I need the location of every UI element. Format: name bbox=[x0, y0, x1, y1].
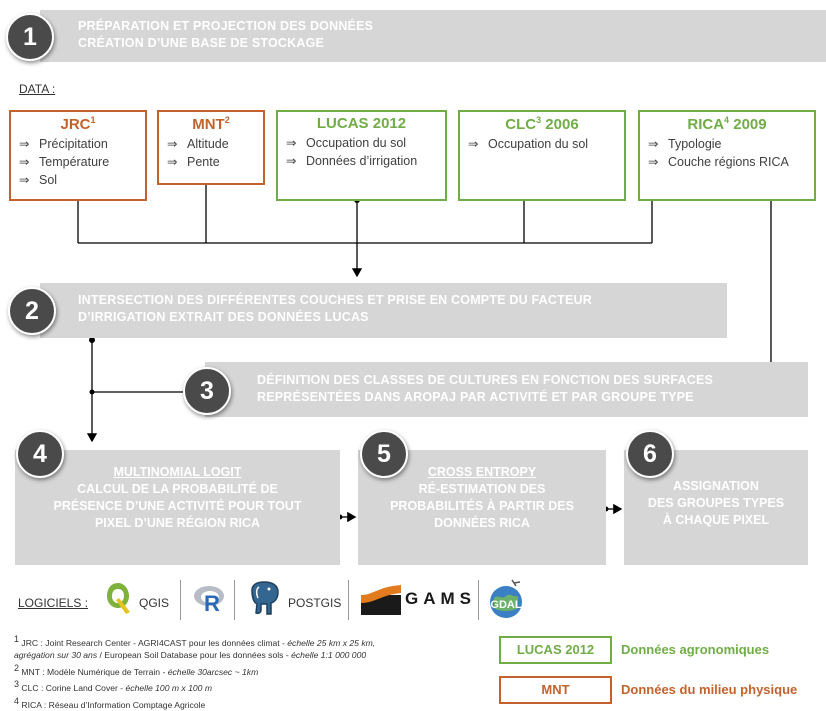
step4-line3: PIXEL D’UNE RÉGION RICA bbox=[94, 516, 261, 530]
divider bbox=[348, 580, 349, 620]
step3-number: 3 bbox=[200, 377, 214, 405]
software-label: LOGICIELS : bbox=[18, 596, 89, 610]
data-box-title: JRC1 bbox=[60, 115, 96, 133]
arrow-right-icon: ⇒ bbox=[648, 155, 659, 169]
footnote-1: 1 JRC : Joint Research Center - AGRI4CAS… bbox=[14, 634, 376, 648]
gdal-logo-icon: GDAL bbox=[490, 579, 522, 618]
data-box-title: LUCAS 2012 bbox=[316, 115, 407, 132]
arrow-right-icon: ⇒ bbox=[167, 137, 178, 151]
arrow-right-icon: ⇒ bbox=[468, 137, 479, 151]
footnote-1-cont: agrégation sur 30 ans / European Soil Da… bbox=[14, 650, 367, 661]
arrow-right-icon: ⇒ bbox=[167, 155, 178, 169]
step6-number: 6 bbox=[643, 440, 657, 468]
step6-box: ASSIGNATION DES GROUPES TYPES À CHAQUE P… bbox=[624, 450, 808, 565]
step4-line2: PRÉSENCE D’UNE ACTIVITÉ POUR TOUT bbox=[53, 499, 302, 513]
footnote-4: 4 RICA : Réseau d’Information Comptage A… bbox=[14, 695, 206, 710]
list-item: ⇒Pente bbox=[167, 155, 220, 169]
footnotes: 1 JRC : Joint Research Center - AGRI4CAS… bbox=[14, 633, 375, 711]
arrow-right-icon: ⇒ bbox=[19, 173, 30, 187]
legend-green-box: LUCAS 2012 bbox=[499, 636, 612, 664]
postgis-elephant-icon bbox=[251, 581, 279, 615]
list-item: ⇒Température bbox=[19, 155, 110, 169]
step3-banner: DÉFINITION DES CLASSES DE CULTURES EN FO… bbox=[205, 362, 808, 417]
svg-text:R: R bbox=[204, 591, 220, 616]
gams-label: GAMS bbox=[405, 589, 476, 608]
list-item: ⇒Typologie bbox=[648, 137, 722, 151]
data-box-lucas: LUCAS 2012 ⇒Occupation du sol ⇒Données d… bbox=[276, 110, 447, 201]
data-box-rica: RICA4 2009 ⇒Typologie ⇒Couche régions RI… bbox=[638, 110, 816, 201]
step5-box: CROSS ENTROPY RÉ-ESTIMATION DES PROBABIL… bbox=[358, 450, 606, 565]
step1-number: 1 bbox=[23, 23, 37, 51]
divider bbox=[180, 580, 181, 620]
list-item: ⇒Données d’irrigation bbox=[286, 154, 418, 168]
step3-line2: REPRÉSENTÉES DANS AROPAJ PAR ACTIVITÉ ET… bbox=[257, 390, 694, 404]
step4-number: 4 bbox=[33, 440, 47, 468]
step2-line2: D’IRRIGATION EXTRAIT DES DONNÉES LUCAS bbox=[78, 310, 369, 324]
step5-line3: DONNÉES RICA bbox=[434, 516, 530, 530]
step2-number: 2 bbox=[25, 297, 39, 325]
legend-green-text: Données agronomiques bbox=[621, 642, 770, 657]
arrow-right-icon: ⇒ bbox=[286, 154, 297, 168]
data-box-jrc: JRC1 ⇒Précipitation ⇒Température ⇒Sol bbox=[9, 110, 147, 201]
step5-line1: RÉ-ESTIMATION DES bbox=[418, 482, 546, 496]
step1-number-badge: 1 bbox=[6, 13, 54, 61]
arrow-right-icon: ⇒ bbox=[648, 137, 659, 151]
data-box-title: MNT2 bbox=[192, 115, 230, 133]
arrow-right-icon: ⇒ bbox=[286, 136, 297, 150]
step5-number: 5 bbox=[377, 440, 391, 468]
legend-orange-text: Données du milieu physique bbox=[621, 682, 798, 697]
r-logo-icon: R bbox=[194, 586, 224, 616]
step5-heading: CROSS ENTROPY bbox=[427, 465, 537, 479]
step2-number-badge: 2 bbox=[8, 287, 56, 335]
step2-banner: INTERSECTION DES DIFFÉRENTES COUCHES ET … bbox=[40, 283, 727, 338]
step6-line2: DES GROUPES TYPES bbox=[647, 496, 785, 510]
step5-line2: PROBABILITÉS À PARTIR DES bbox=[390, 499, 574, 513]
postgis-label: POSTGIS bbox=[288, 596, 342, 610]
step2-line1: INTERSECTION DES DIFFÉRENTES COUCHES ET … bbox=[78, 293, 592, 307]
list-item: ⇒Altitude bbox=[167, 137, 229, 151]
data-box-clc: CLC3 2006 ⇒Occupation du sol bbox=[458, 110, 626, 201]
data-box-title: CLC3 2006 bbox=[505, 115, 579, 133]
list-item: ⇒Sol bbox=[19, 173, 58, 187]
list-item: ⇒Précipitation bbox=[19, 137, 108, 151]
step4-heading: MULTINOMIAL LOGIT bbox=[113, 465, 242, 479]
step4-box: MULTINOMIAL LOGIT CALCUL DE LA PROBABILI… bbox=[15, 450, 340, 565]
qgis-label: QGIS bbox=[139, 596, 170, 610]
step1-banner: PRÉPARATION ET PROJECTION DES DONNÉES CR… bbox=[40, 10, 826, 62]
step3-line1: DÉFINITION DES CLASSES DE CULTURES EN FO… bbox=[257, 373, 714, 387]
step5-number-badge: 5 bbox=[360, 430, 408, 478]
data-label: DATA : bbox=[19, 82, 56, 96]
step6-line1: ASSIGNATION bbox=[673, 479, 759, 493]
data-box-title: RICA4 2009 bbox=[687, 115, 767, 133]
step6-number-badge: 6 bbox=[626, 430, 674, 478]
qgis-logo-icon bbox=[107, 583, 130, 614]
arrow-right-icon: ⇒ bbox=[19, 155, 30, 169]
gams-logo-icon bbox=[361, 585, 401, 615]
step1-line1: PRÉPARATION ET PROJECTION DES DONNÉES bbox=[78, 19, 374, 33]
list-item: ⇒Occupation du sol bbox=[468, 137, 589, 151]
step1-line2: CRÉATION D’UNE BASE DE STOCKAGE bbox=[78, 36, 325, 50]
footnote-3: 3 CLC : Corine Land Cover - échelle 100 … bbox=[14, 679, 212, 694]
divider bbox=[478, 580, 479, 620]
step3-number-badge: 3 bbox=[183, 367, 231, 415]
legend-orange-box: MNT bbox=[499, 676, 612, 704]
data-box-mnt: MNT2 ⇒Altitude ⇒Pente bbox=[157, 110, 265, 185]
divider bbox=[234, 580, 235, 620]
list-item: ⇒Couche régions RICA bbox=[648, 155, 789, 169]
step4-line1: CALCUL DE LA PROBABILITÉ DE bbox=[77, 482, 278, 496]
step6-line3: À CHAQUE PIXEL bbox=[662, 513, 770, 527]
step4-number-badge: 4 bbox=[16, 430, 64, 478]
arrow-right-icon: ⇒ bbox=[19, 137, 30, 151]
list-item: ⇒Occupation du sol bbox=[286, 136, 407, 150]
svg-text:GDAL: GDAL bbox=[490, 599, 521, 611]
footnote-2: 2 MNT : Modèle Numérique de Terrain - éc… bbox=[14, 662, 259, 677]
